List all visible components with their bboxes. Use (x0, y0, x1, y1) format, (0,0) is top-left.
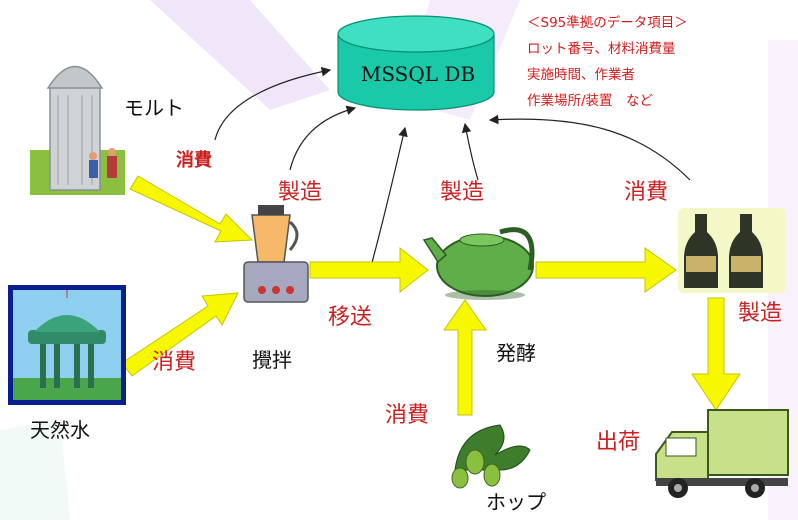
arrow-bottles-to-shipping (691, 297, 741, 411)
kettle-icon (422, 227, 535, 300)
arrow-hops-to-ferment (443, 299, 487, 416)
data-arrow-mixing (289, 105, 357, 171)
node-label-malt: モルト (124, 96, 184, 120)
node-label-mixing: 攪拌 (252, 348, 292, 372)
hops-plant-icon (451, 424, 531, 489)
data-arrow-bottles (488, 114, 691, 181)
edge-label-mix-produce: 製造 (278, 180, 323, 205)
arrow-water-to-mixing (121, 292, 239, 377)
database-cylinder-icon (337, 15, 495, 111)
edge-label-transfer: 移送 (328, 305, 373, 330)
arrow-malt-to-mixing (129, 175, 254, 243)
silo-icon (30, 65, 125, 195)
note-line-2: 実施時間、作業者 (527, 67, 635, 83)
node-label-fermentation: 発酵 (496, 341, 536, 365)
node-label-hops: ホップ (486, 490, 546, 514)
delivery-truck-icon (655, 409, 789, 498)
blender-icon (243, 205, 309, 303)
arrow-ferment-to-bottles (535, 247, 677, 293)
note-title: ＜S95準拠のデータ項目＞ (527, 15, 688, 31)
edge-label-water-consume: 消費 (152, 350, 197, 375)
material-flow-arrows (121, 175, 741, 416)
edge-label-hops-consume: 消費 (385, 403, 430, 428)
data-items-note: ＜S95準拠のデータ項目＞ ロット番号、材料消費量 実施時間、作業者 作業場所/… (527, 10, 688, 114)
note-line-1: ロット番号、材料消費量 (527, 41, 676, 57)
edge-label-bottle-produce: 製造 (738, 301, 783, 326)
data-arrow-ferment (461, 122, 479, 181)
node-label-shipping: 出荷 (596, 430, 641, 455)
arrow-mixing-to-ferment (309, 246, 429, 294)
data-arrow-malt (214, 66, 332, 141)
note-line-3: 作業場所/装置 など (527, 93, 654, 109)
database-label: MSSQL DB (360, 62, 476, 86)
beer-bottles-icon (678, 208, 786, 293)
edge-label-malt-consume: 消費 (176, 150, 212, 171)
water-tower-icon (8, 285, 126, 405)
node-label-water: 天然水 (30, 418, 90, 442)
data-arrow-transfer (369, 126, 408, 271)
edge-label-ferment-produce: 製造 (440, 180, 485, 205)
edge-label-bottle-consume: 消費 (624, 180, 669, 205)
data-flow-arrows (214, 66, 691, 271)
